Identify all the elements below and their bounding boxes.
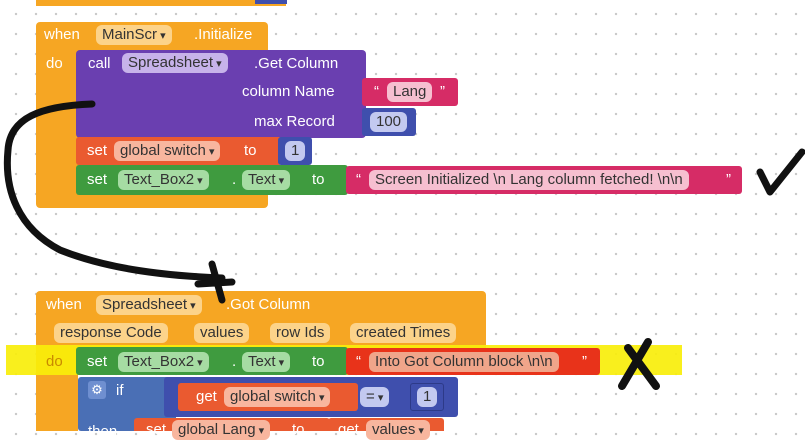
get-keyword: get — [196, 388, 217, 405]
do-keyword: do — [46, 353, 63, 370]
global-switch-dropdown[interactable]: global switch — [114, 141, 221, 161]
textbox-component-dropdown[interactable]: Text_Box2 — [118, 352, 209, 372]
switch-value[interactable]: 1 — [285, 141, 306, 161]
text-property-dropdown[interactable]: Text — [242, 170, 291, 190]
when-keyword: when — [46, 296, 82, 313]
arrow-head-annotation — [194, 260, 236, 304]
dot-separator: . — [232, 353, 237, 370]
x-mark-annotation — [618, 338, 660, 390]
param-response-code[interactable]: response Code — [54, 323, 168, 343]
get-column-method-label: .Get Column — [254, 55, 339, 72]
check-mark-annotation — [756, 148, 805, 196]
component-dropdown-spreadsheet[interactable]: Spreadsheet — [96, 295, 202, 315]
column-name-value[interactable]: Lang — [387, 82, 433, 102]
param-row-ids[interactable]: row Ids — [270, 323, 331, 343]
initialize-event-label: .Initialize — [194, 26, 253, 43]
text-property-dropdown[interactable]: Text — [242, 352, 291, 372]
compare-value[interactable]: 1 — [417, 387, 438, 407]
quote-close: ” — [440, 83, 445, 100]
got-column-event-label: .Got Column — [226, 296, 311, 313]
set-keyword: set — [87, 171, 108, 188]
quote-open: “ — [356, 171, 361, 188]
arrow-annotation — [3, 100, 226, 282]
quote-close: ” — [726, 171, 731, 188]
gear-icon[interactable]: ⚙ — [88, 381, 106, 399]
max-record-value[interactable]: 100 — [370, 112, 408, 132]
when-keyword: when — [44, 26, 80, 43]
param-values[interactable]: values — [194, 323, 250, 343]
textbox-component-dropdown[interactable]: Text_Box2 — [118, 170, 209, 190]
set-keyword: set — [87, 142, 108, 159]
param-created-times[interactable]: created Times — [350, 323, 457, 343]
column-name-label: column Name — [242, 83, 335, 100]
quote-open: “ — [374, 83, 379, 100]
spreadsheet-dropdown[interactable]: Spreadsheet — [122, 53, 228, 73]
cut-off-block-piece — [255, 0, 287, 4]
to-keyword: to — [312, 353, 325, 370]
component-dropdown-mainscr[interactable]: MainScr — [96, 25, 172, 45]
max-record-label: max Record — [254, 113, 335, 130]
if-keyword: if — [116, 382, 124, 399]
dot-separator: . — [232, 171, 237, 188]
do-keyword: do — [46, 55, 63, 72]
to-keyword: to — [312, 171, 325, 188]
to-keyword: to — [244, 142, 257, 159]
got-column-text[interactable]: Into Got Column block \n\n — [369, 352, 559, 372]
quote-open: “ — [356, 353, 361, 370]
cut-off-block-top — [36, 0, 286, 6]
set-keyword: set — [87, 353, 108, 370]
quote-close: ” — [582, 353, 587, 370]
operator-dropdown[interactable]: = — [360, 387, 390, 407]
annotation-layer — [3, 100, 805, 390]
screen-initialized-text[interactable]: Screen Initialized \n Lang column fetche… — [369, 170, 689, 190]
call-keyword: call — [88, 55, 111, 72]
global-switch-dropdown[interactable]: global switch — [224, 387, 331, 407]
